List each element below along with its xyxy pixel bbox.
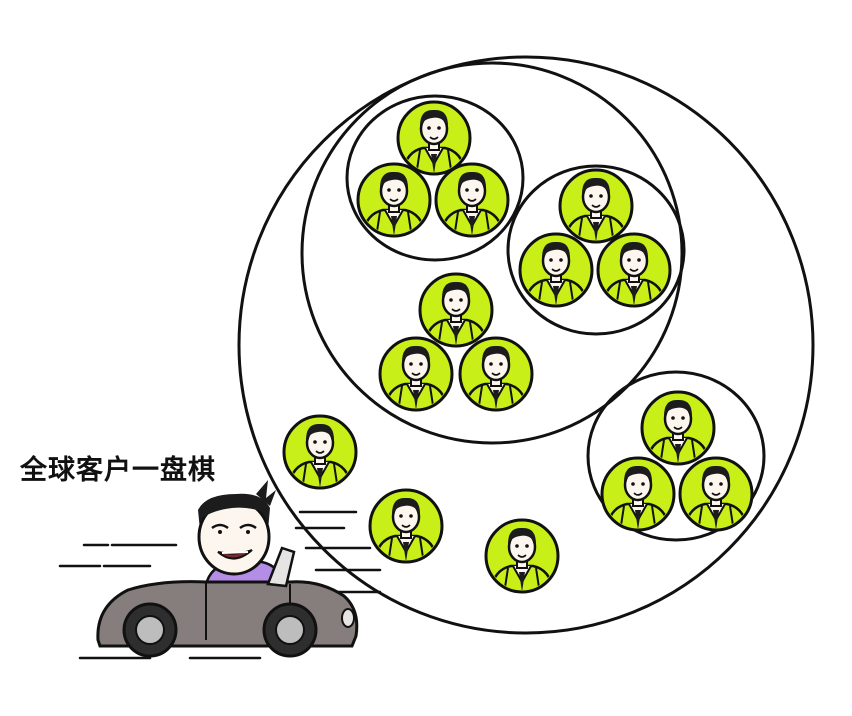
- team-cluster-circle-right: [506, 164, 686, 336]
- client-group-circles: [237, 55, 815, 635]
- person-avatar-icon: [486, 520, 558, 596]
- car-icon: [96, 480, 359, 658]
- person-avatar-icon: [560, 170, 632, 246]
- speed-lines: [58, 510, 382, 660]
- person-avatar-icon: [436, 164, 508, 240]
- person-avatar-icon: [598, 234, 670, 310]
- person-avatar-icon: [358, 164, 430, 240]
- person-avatar-icon: [520, 234, 592, 310]
- major-region-circle: [300, 61, 684, 445]
- team-cluster-circle-top-left: [345, 94, 525, 262]
- driver-face-icon: [197, 480, 276, 576]
- client-avatars: [284, 102, 752, 596]
- person-avatar-icon: [420, 274, 492, 350]
- person-avatar-icon: [680, 458, 752, 534]
- person-avatar-icon: [602, 458, 674, 534]
- person-avatar-icon: [642, 392, 714, 468]
- person-avatar-icon: [370, 490, 442, 566]
- team-cluster-circle-bottom-right: [586, 370, 766, 542]
- caption-text: 全球客户一盘棋: [20, 455, 216, 486]
- person-avatar-icon: [460, 338, 532, 414]
- global-group-outer-circle: [237, 55, 815, 635]
- person-avatar-icon: [284, 416, 356, 492]
- person-avatar-icon: [380, 338, 452, 414]
